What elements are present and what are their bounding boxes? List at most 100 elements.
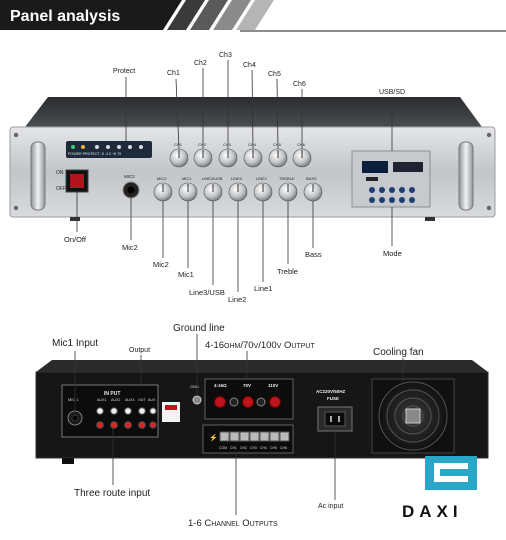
front-callout-leaders	[76, 60, 393, 292]
knob-ch5[interactable]	[268, 148, 288, 168]
usb-sd-display	[362, 161, 388, 173]
ac-socket-face	[324, 411, 346, 427]
aux3-label: AUX3	[125, 398, 134, 402]
ac-pin	[338, 416, 340, 422]
fan-grill-ring	[386, 389, 440, 443]
terminal-screw[interactable]	[279, 431, 290, 442]
input-header: IN PUT	[104, 391, 120, 397]
rca-jack-white[interactable]	[96, 407, 104, 415]
callout-protect: Protect	[113, 68, 135, 75]
fuse-label: FUSE	[327, 396, 339, 401]
knob-line2[interactable]	[228, 182, 248, 202]
speaker-terminal-red[interactable]	[242, 396, 254, 408]
header-banner: Panel analysis	[0, 0, 506, 32]
indicator-leds	[71, 145, 143, 149]
fan-grill-ring	[402, 405, 424, 427]
usb-port[interactable]	[366, 177, 378, 181]
aux2-label: AUX2	[111, 398, 120, 402]
rca-jack-white[interactable]	[110, 407, 118, 415]
banner-stripe	[236, 0, 274, 30]
terminal-screw[interactable]	[269, 431, 280, 442]
channel-knob-labels: CH1 CH2 CH3 CH4 CH5 CH6	[174, 142, 306, 147]
player-button[interactable]	[389, 197, 395, 203]
callout-channel-outputs: 1-6 Channel Outputs	[188, 518, 278, 529]
player-button[interactable]	[379, 197, 385, 203]
logo-mark-bar	[434, 463, 468, 469]
terminal-label: CH3	[250, 446, 257, 450]
page-title: Panel analysis	[10, 8, 120, 25]
terminal-screw[interactable]	[259, 431, 270, 442]
speaker-terminal-black[interactable]	[229, 397, 239, 407]
rca-jack-red[interactable]	[96, 421, 104, 429]
sticker-mark	[165, 405, 177, 410]
knob-line3-usb[interactable]	[203, 182, 223, 202]
callout-speaker-output: 4-16ohm/70v/100v Output	[205, 340, 315, 351]
terminal-screw[interactable]	[239, 431, 250, 442]
led-protect	[81, 145, 85, 149]
rear-callout-leaders	[74, 334, 404, 515]
switch-on-label: ON	[56, 170, 64, 176]
rca-jacks	[96, 407, 157, 429]
player-button[interactable]	[409, 187, 415, 193]
usb-sd-screen	[393, 162, 423, 172]
knob-ch3[interactable]	[218, 148, 238, 168]
fan-hub	[405, 408, 421, 424]
callout-output: Output	[129, 347, 150, 354]
mode-button[interactable]	[369, 187, 375, 193]
terminal-label: COM	[219, 446, 227, 450]
rca-jack-white[interactable]	[138, 407, 146, 415]
knob-line1[interactable]	[253, 182, 273, 202]
mic1-xlr-jack[interactable]	[67, 410, 83, 426]
lower-knob-label: TREBLE	[279, 176, 295, 181]
player-button[interactable]	[379, 187, 385, 193]
ch-knob-label: CH2	[198, 142, 207, 147]
ground-terminal[interactable]	[192, 395, 202, 405]
front-callouts: Protect Ch1 Ch2 Ch3 Ch4 Ch5 Ch6 USB/SD O…	[64, 52, 405, 304]
out-label: OUT	[138, 398, 146, 402]
speaker-terminal-red[interactable]	[214, 396, 226, 408]
indicator-labels: POWER PROTECT -5 -3 0 +5 75	[68, 152, 121, 156]
front-panel: ON OFF POWER PROTECT -5 -3 0 +5 75 MIC2	[9, 97, 496, 221]
lower-knob-label: LINE2	[231, 176, 243, 181]
rca-jack-red[interactable]	[110, 421, 118, 429]
lower-knob-label: MIC1	[182, 176, 192, 181]
logo-mark	[425, 456, 477, 490]
terminal-screw[interactable]	[229, 431, 240, 442]
logo-mark-bar	[434, 476, 468, 482]
rca-jack-white[interactable]	[124, 407, 132, 415]
knob-ch1[interactable]	[169, 148, 189, 168]
knob-ch6[interactable]	[292, 148, 312, 168]
lower-knob-label: BASS	[306, 176, 317, 181]
knob-bass[interactable]	[303, 182, 323, 202]
foot	[425, 217, 435, 221]
callout-cooling-fan: Cooling fan	[373, 347, 424, 358]
knob-treble[interactable]	[278, 182, 298, 202]
rca-jack-red[interactable]	[124, 421, 132, 429]
terminal-screw[interactable]	[249, 431, 260, 442]
player-button[interactable]	[399, 197, 405, 203]
power-switch-rocker[interactable]	[70, 174, 84, 188]
player-button[interactable]	[399, 187, 405, 193]
player-button[interactable]	[369, 197, 375, 203]
speaker-terminal-black[interactable]	[256, 397, 266, 407]
knob-mic1[interactable]	[178, 182, 198, 202]
rca-jack-red[interactable]	[138, 421, 146, 429]
terminal-screw[interactable]	[219, 431, 230, 442]
aux-label: AUX	[148, 398, 156, 402]
switch-off-label: OFF	[56, 186, 66, 192]
mic2-jack-label: MIC2	[124, 174, 135, 179]
player-button[interactable]	[389, 187, 395, 193]
rca-jack-white[interactable]	[149, 407, 157, 415]
lower-knob-label: MIC2	[157, 176, 167, 181]
speaker-terminal-red[interactable]	[269, 396, 281, 408]
player-button[interactable]	[409, 197, 415, 203]
callout-treble: Treble	[277, 267, 298, 276]
knob-ch4[interactable]	[243, 148, 263, 168]
rca-jack-red[interactable]	[149, 421, 157, 429]
logo-wordmark: DAXI	[402, 502, 463, 521]
knob-ch2[interactable]	[193, 148, 213, 168]
knob-mic2[interactable]	[153, 182, 173, 202]
usb-sd-buttons	[369, 187, 415, 203]
callout-mic2-jack: Mic2	[122, 243, 138, 252]
led-meter	[128, 145, 132, 149]
